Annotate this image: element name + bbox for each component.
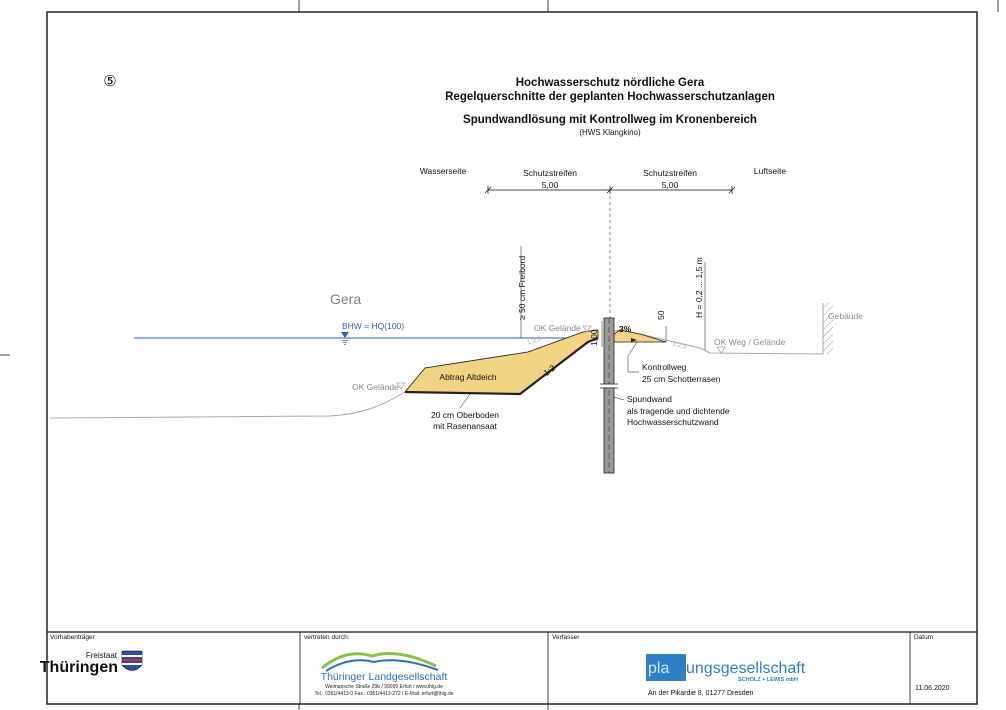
sheet-frame (46, 11, 978, 705)
ground-center-icon (582, 325, 592, 333)
author-label: Verfasser (552, 634, 580, 641)
dim-50-label: 50 (656, 310, 666, 320)
control-path-label-1: Kontrollweg (642, 362, 687, 372)
subtitle-note: (HWS Klangkino) (579, 128, 641, 137)
ground-center-label: OK Gelände (534, 323, 581, 333)
control-path-label-2: 25 cm Schotterrasen (642, 374, 721, 384)
ground-left-icon (396, 382, 406, 390)
topsoil-leader (459, 393, 471, 409)
strip-right-value: 5,00 (662, 180, 679, 190)
topsoil-label-2: mit Rasenansaat (433, 421, 497, 431)
slope-1-2-5-right: 1:2,5 (672, 340, 688, 350)
state-big: Thüringen (40, 659, 118, 676)
title-line-1: Hochwasserschutz nördliche Gera (516, 77, 705, 89)
sheet-pile-label-2: als tragende und dichtende (627, 406, 730, 416)
water-level-label: BHW = HQ(100) (342, 321, 404, 331)
company-name: Thüringer Landgesellschaft (321, 671, 448, 683)
old-dike-removal (404, 329, 599, 395)
water-level-icon (341, 332, 349, 345)
height-range-label: H = 0,2 ... 1,5 m (694, 257, 704, 318)
freeboard-label: ≥ 50 cm Freibord (517, 256, 527, 320)
sheet-pile-label-1: Spundwand (627, 394, 672, 404)
ground-left-label: OK Gelände (352, 382, 399, 392)
building-label: Gebäude (828, 311, 863, 321)
planer-name-part1: pla (648, 660, 669, 677)
air-side-label: Luftseite (754, 166, 786, 176)
slope-3-percent: 3% (619, 324, 632, 334)
represented-label: vertreten durch: (304, 634, 350, 641)
sheet-pile-label-3: Hochwasserschutzwand (627, 417, 719, 427)
company-address: Weimarische Straße 29b / 99099 Erfurt / … (325, 684, 443, 690)
planer-name-part2: ungsgesellschaft (686, 660, 806, 677)
river-name: Gera (330, 291, 361, 307)
topsoil-label-1: 20 cm Oberboden (431, 410, 499, 420)
topsoil-layer (404, 336, 599, 396)
owner-label: Vorhabenträger (50, 634, 96, 641)
planer-logo-box (646, 654, 686, 681)
strip-left-label: Schutzstreifen (523, 168, 577, 178)
control-path-leader (627, 341, 639, 373)
sheet-pile-leader (613, 396, 625, 401)
slope-1-2-5-left: 1:2,5 (526, 335, 542, 346)
sheet-date: 11.06.2020 (915, 685, 950, 692)
coat-of-arms-icon (121, 650, 143, 671)
water-side-label: Wasserseite (420, 166, 467, 176)
planer-address: An der Pikardie 8, 01277 Dresden (648, 690, 754, 697)
planer-subline: SCHOLZ + LEWIS mbH (738, 677, 798, 683)
date-label: Datum (914, 634, 933, 641)
strip-right-label: Schutzstreifen (643, 168, 697, 178)
state-small: Freistaat (86, 651, 118, 660)
old-dike-label: Abtrag Altdeich (439, 372, 496, 382)
company-contact: Tel.: 0361/4413-0 Fax.: 0361/4413-272 / … (314, 691, 453, 697)
title-block (47, 631, 977, 704)
strip-left-value: 5,00 (542, 180, 559, 190)
subtitle: Spundwandlösung mit Kontrollweg im Krone… (463, 114, 757, 126)
break-icon (600, 383, 618, 389)
ground-right-label: OK Weg / Gelände (714, 337, 785, 347)
title-line-2: Regelquerschnitte der geplanten Hochwass… (445, 91, 775, 103)
landgesellschaft-logo-icon (321, 652, 439, 672)
sheet-number: ⑤ (103, 73, 116, 90)
building-hatch (823, 303, 833, 354)
slope-arrow-icon (631, 338, 637, 342)
dim-100-label: 1,00 (589, 329, 599, 346)
ground-right-icon (716, 346, 726, 354)
